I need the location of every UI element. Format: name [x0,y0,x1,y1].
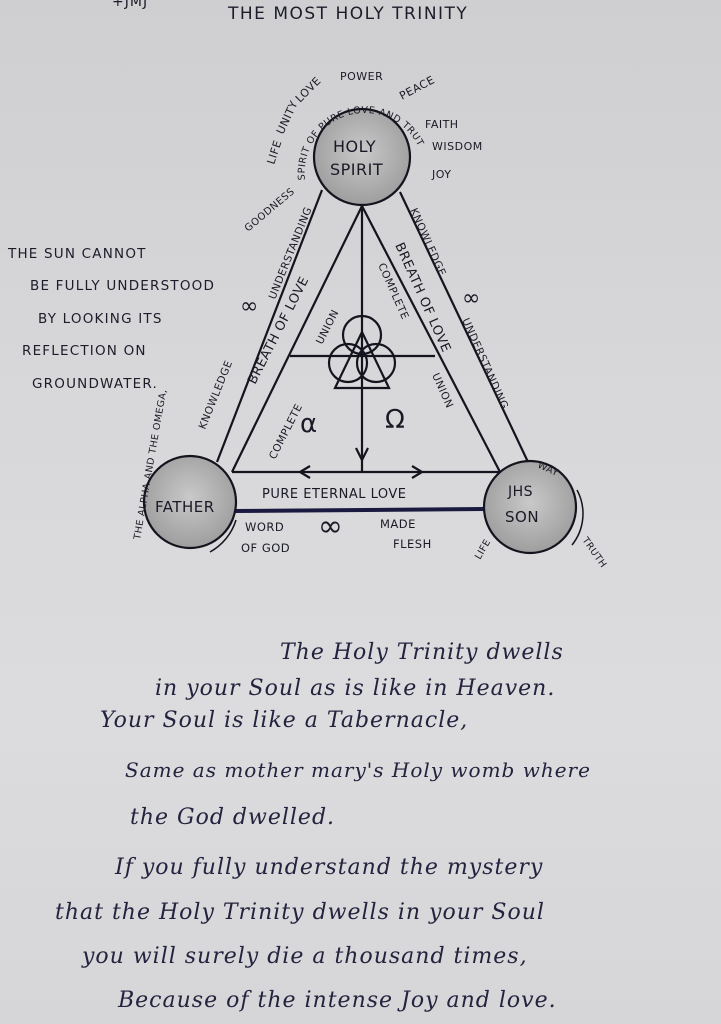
left-union: UNION [314,308,342,347]
holy-spirit-circle [312,107,412,207]
text-line: The Holy Trinity dwells [280,640,564,665]
son-gift-life: LIFE [473,537,493,561]
text-line: Your Soul is like a Tabernacle, [100,708,469,733]
spirit-label: HOLY [333,137,376,156]
inner-right-edge [361,205,501,473]
trinity-knot-circle [327,342,369,384]
of-god-label: OF GOD [241,541,290,555]
alpha-symbol: α [300,409,318,439]
right-infinity: ∞ [462,286,481,311]
father-arc [209,519,237,553]
left-outer-knowledge: KNOWLEDGE [197,359,236,431]
right-outer-understanding: UNDERSTANDING [459,316,510,411]
omega-symbol: Ω [385,405,405,435]
son-arc [571,489,584,546]
gift-life: LIFE [264,138,284,165]
outer-right-edge [399,191,529,463]
text-line: in your Soul as is like in Heaven. [155,676,556,701]
jmj-mark: +JMJ [112,0,149,10]
base-line [234,507,485,513]
text-line: If you fully understand the mystery [115,855,544,880]
gift-wisdom: WISDOM [432,140,483,153]
made-label: MADE [380,517,416,531]
father-label: FATHER [155,498,215,516]
text-line: the God dwelled. [130,805,336,830]
side-note-line: REFLECTION ON [22,343,147,359]
gift-unity: UNITY [274,99,301,137]
text-line: you will surely die a thousand times, [82,944,528,969]
trinity-knot-triangle [333,329,391,390]
gift-power: POWER [340,70,383,83]
gift-faith: FAITH [425,118,459,131]
word-label: WORD [245,520,284,534]
gift-goodness: GOODNESS [243,186,297,234]
pure-eternal-love: PURE ETERNAL LOVE [262,487,407,502]
side-note-line: BE FULLY UNDERSTOOD [30,278,216,294]
gift-peace: PEACE [397,73,437,102]
gift-love: LOVE [293,74,324,105]
spirit-label: SPIRIT [330,160,383,179]
text-line: Same as mother mary's Holy womb where [125,758,591,782]
trinity-knot-circle [341,314,383,356]
father-circle [142,454,238,550]
arrow-heads [297,447,425,479]
text-line: Because of the intense Joy and love. [118,988,557,1013]
side-note-line: BY LOOKING ITS [38,311,163,327]
flesh-label: FLESH [393,537,432,551]
son-gift-truth: TRUTH [579,535,609,571]
text-line: that the Holy Trinity dwells in your Sou… [55,900,545,925]
side-note-line: GROUNDWATER. [32,376,159,392]
son-monogram: JHS [507,484,533,500]
son-circle [482,459,578,555]
page-title: THE MOST HOLY TRINITY [228,4,469,24]
base-infinity: ∞ [318,509,344,544]
left-infinity: ∞ [240,294,259,319]
side-note-line: THE SUN CANNOT [8,246,147,262]
outer-left-edge [215,189,324,463]
son-label: SON [505,508,539,526]
gift-joy: JOY [431,168,452,181]
trinity-diagram: HOLY SPIRIT FATHER JHS SON POWER LOVE UN… [0,0,609,571]
trinity-knot-circle [355,342,397,384]
inner-left-edge [231,205,363,473]
